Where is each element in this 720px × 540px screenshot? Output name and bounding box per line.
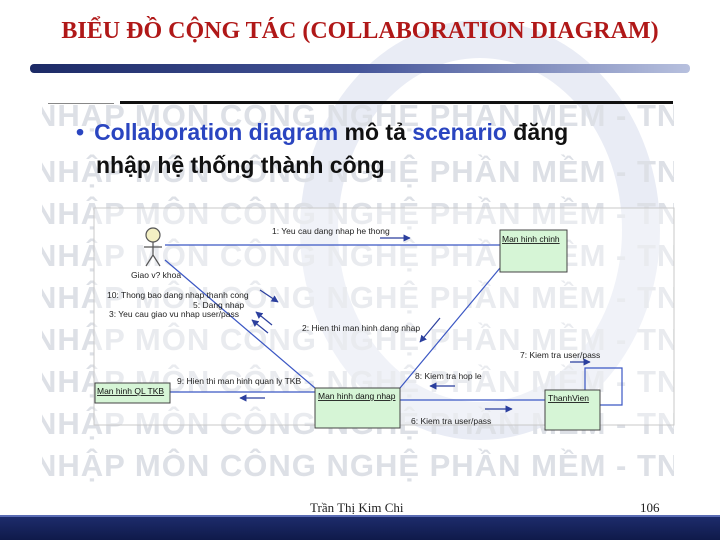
- message-label-10: 10: Thong bao dang nhap thanh cong: [107, 290, 249, 300]
- message-label-8: 8: Kiem tra hop le: [415, 371, 482, 381]
- watermark: NHẬP MÔN CÔNG NGHỆ PHẦN MỀM - TNB - ĐHSP…: [42, 104, 674, 492]
- footer-author: Trần Thị Kim Chi: [310, 500, 404, 515]
- object-main-screen: Man hinh chinh: [499, 229, 568, 273]
- message-arrows: [239, 234, 591, 413]
- message-label-1: 1: Yeu cau dang nhap he thong: [272, 226, 390, 236]
- object-label: Man hinh chinh: [502, 234, 560, 244]
- object-label: Man hinh QL TKB: [97, 386, 164, 396]
- link-member-self: [584, 367, 623, 406]
- watermark-line: NHẬP MÔN CÔNG NGHỆ PHẦN MỀM - TNB - ĐHSP…: [42, 322, 674, 357]
- watermark-line: NHẬP MÔN CÔNG NGHỆ PHẦN MỀM - TNB - ĐHSP…: [42, 238, 674, 273]
- watermark-line: NHẬP MÔN CÔNG NGHỆ PHẦN MỀM - TNB - ĐHSP…: [42, 154, 674, 189]
- message-label-7: 7: Kiem tra user/pass: [520, 350, 600, 360]
- message-label-9: 9: Hien thi man hinh quan ly TKB: [177, 376, 301, 386]
- actor-icon: [144, 227, 162, 267]
- object-label: ThanhVien: [548, 393, 589, 403]
- bullet-icon: •: [76, 119, 85, 145]
- message-label-5: 5: Dang nhap: [193, 300, 244, 310]
- bullet-line-2: nhập hệ thống thành công: [96, 152, 385, 179]
- title-underline: [30, 64, 690, 73]
- bullet-keyword: Collaboration diagram: [94, 119, 339, 145]
- arrow-m5: [255, 311, 273, 326]
- object-member: ThanhVien: [544, 389, 601, 431]
- content-rule-left: [48, 103, 114, 104]
- watermark-line: NHẬP MÔN CÔNG NGHỆ PHẦN MỀM - TNB - ĐHSP…: [42, 196, 674, 231]
- slide-title: BIỂU ĐỒ CỘNG TÁC (COLLABORATION DIAGRAM): [61, 18, 659, 44]
- message-label-2: 2: Hien thi man hinh dang nhap: [302, 323, 420, 333]
- object-tkb-screen: Man hinh QL TKB: [94, 382, 171, 404]
- arrow-m10: [251, 319, 269, 334]
- arrow-m2: [419, 317, 441, 343]
- message-label-6: 6: Kiem tra user/pass: [411, 416, 491, 426]
- link-actor-login: [164, 259, 316, 389]
- watermark-line: NHẬP MÔN CÔNG NGHỆ PHẦN MỀM - TNB - ĐHSP…: [42, 104, 674, 133]
- footer-bar-accent: [0, 515, 720, 517]
- object-login-screen: Man hinh dang nhap: [314, 387, 401, 429]
- bullet-text: mô tả: [344, 119, 406, 145]
- content-rule: [120, 101, 673, 104]
- bullet-line-1: • Collaboration diagram mô tả scenario đă…: [76, 119, 568, 146]
- bullet-text: nhập hệ thống thành công: [96, 152, 385, 178]
- object-label: Man hinh dang nhap: [318, 391, 396, 401]
- bullet-text: đăng: [513, 119, 569, 145]
- page-number: 106: [640, 500, 660, 515]
- link-lines: [164, 244, 623, 406]
- bullet-keyword: scenario: [412, 119, 507, 145]
- footer-bar: [0, 515, 720, 540]
- arrow-m3: [259, 289, 279, 303]
- actor-label: Giao v? khoa: [131, 270, 181, 280]
- watermark-line: NHẬP MÔN CÔNG NGHỆ PHẦN MỀM - TNB - ĐHSP…: [42, 448, 674, 483]
- link-main-login: [399, 267, 501, 389]
- message-label-3: 3: Yeu cau giao vu nhap user/pass: [109, 309, 239, 319]
- watermark-line: NHẬP MÔN CÔNG NGHỆ PHẦN MỀM - TNB - ĐHSP…: [42, 280, 674, 315]
